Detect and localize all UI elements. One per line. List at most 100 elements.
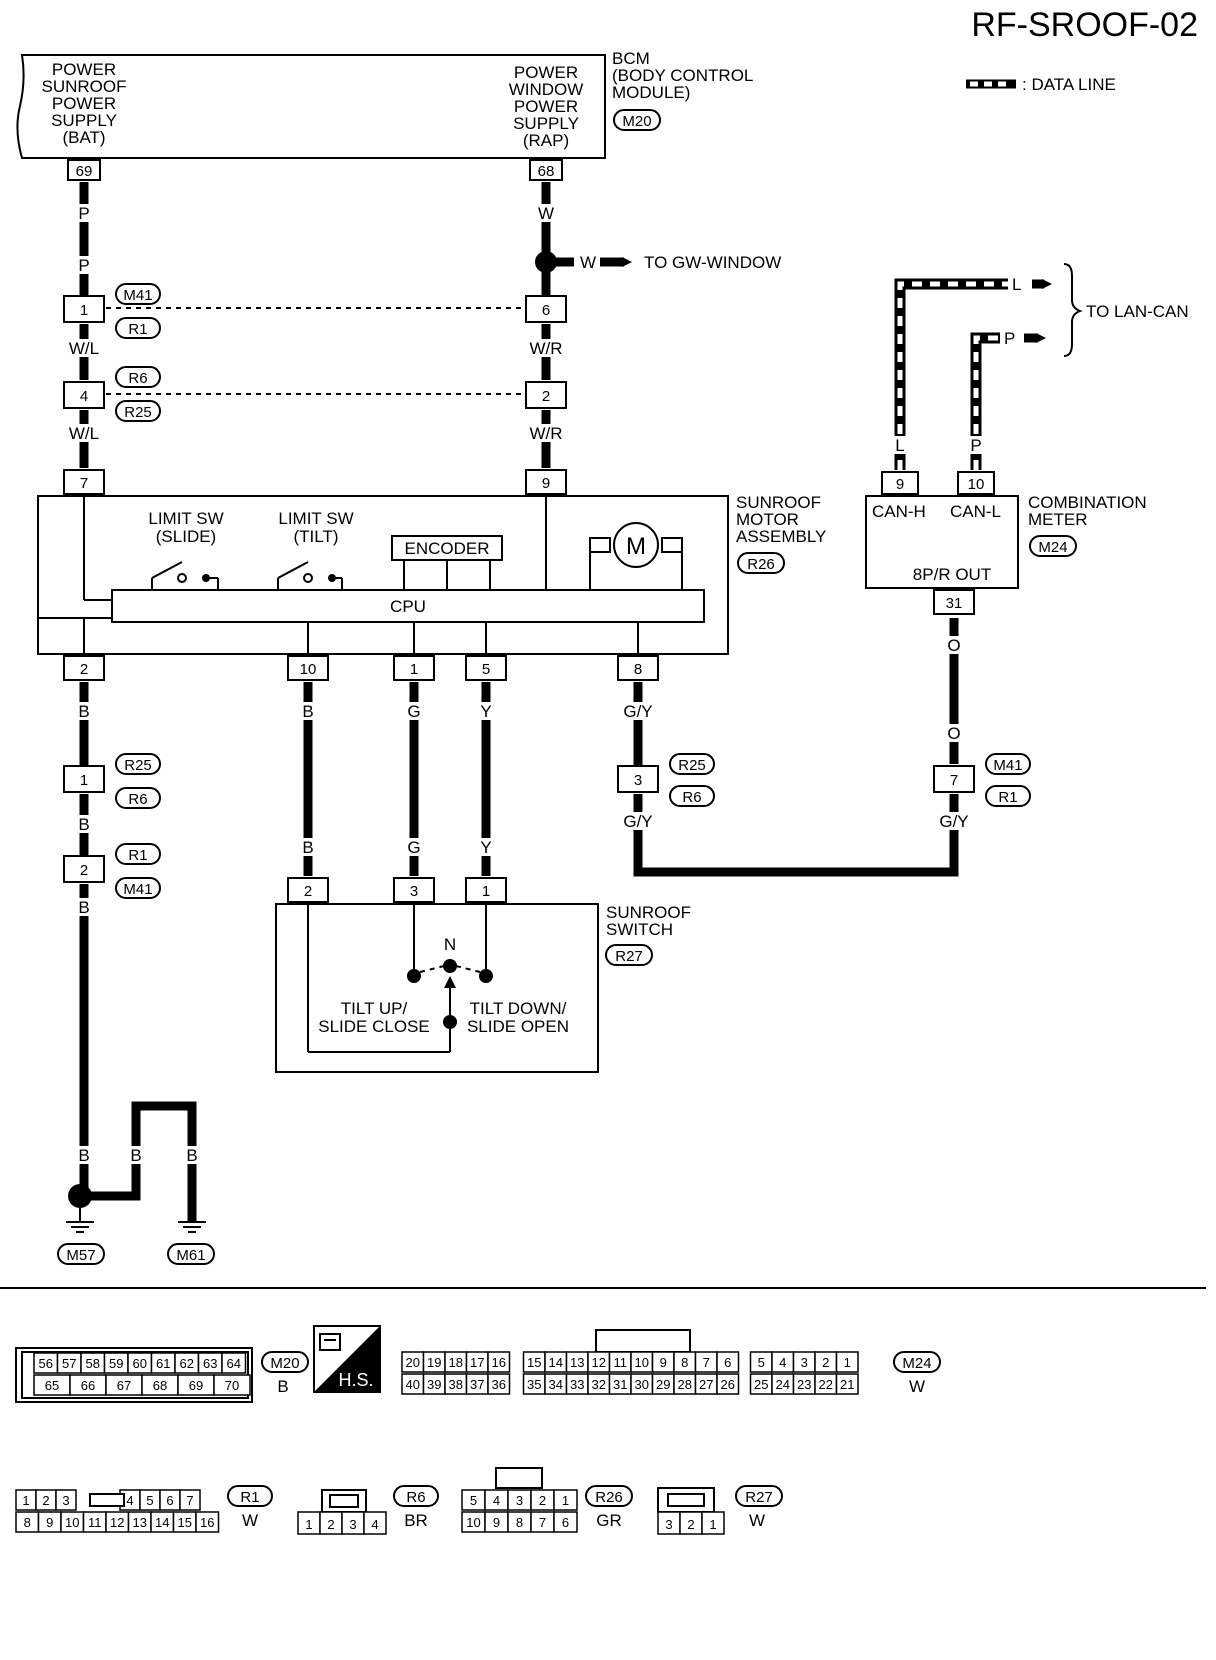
connector-terminal: 28: [673, 1373, 697, 1395]
svg-text:14: 14: [155, 1515, 169, 1530]
badge-r6-mid: R6: [115, 787, 161, 809]
svg-text:36: 36: [492, 1377, 506, 1392]
connector-terminal: 33: [565, 1373, 589, 1395]
connector-terminal: 26: [716, 1373, 740, 1395]
svg-text:R1: R1: [128, 321, 147, 338]
connector-terminal: 1: [835, 1351, 859, 1373]
connector-terminal: 2: [814, 1351, 838, 1373]
connector-terminal: 40: [401, 1373, 425, 1395]
connector-terminal: 5: [461, 1489, 486, 1511]
svg-text:10: 10: [300, 661, 317, 678]
svg-text:LIMIT SW: LIMIT SW: [278, 509, 353, 528]
connector-terminal: 38: [444, 1373, 468, 1395]
connector-terminal: 69: [177, 1374, 215, 1396]
svg-text:31: 31: [946, 595, 963, 612]
hs-label: H.S.: [338, 1370, 373, 1390]
svg-text:R25: R25: [678, 757, 706, 774]
svg-text:R25: R25: [124, 404, 152, 421]
connector-terminal: 12: [587, 1351, 611, 1373]
svg-text:11: 11: [614, 1355, 628, 1370]
badge-m57: M57: [57, 1243, 105, 1265]
motor-title-1: SUNROOF: [736, 493, 821, 512]
svg-text:58: 58: [86, 1356, 100, 1371]
connector-terminal: 20: [401, 1351, 425, 1373]
svg-text:13: 13: [133, 1515, 147, 1530]
connector-terminal: 59: [103, 1352, 129, 1374]
wire-label-g-2: G: [407, 838, 420, 857]
svg-text:4: 4: [126, 1493, 133, 1508]
connector-terminal: 60: [127, 1352, 153, 1374]
connector-terminal: 4: [363, 1511, 387, 1535]
wire-label-b-3: B: [78, 898, 89, 917]
svg-text:R6: R6: [406, 1489, 425, 1506]
connector-terminal: 3: [341, 1511, 365, 1535]
svg-text:R1: R1: [998, 789, 1017, 806]
svg-text:11: 11: [88, 1515, 102, 1530]
svg-text:56: 56: [39, 1356, 53, 1371]
svg-text:57: 57: [62, 1356, 76, 1371]
can-l-label: CAN-L: [950, 502, 1001, 521]
badge-m41-top: M41: [115, 283, 161, 305]
svg-text:M20: M20: [270, 1355, 299, 1372]
svg-text:7: 7: [80, 475, 88, 492]
connector-terminal: 35: [522, 1373, 546, 1395]
svg-text:65: 65: [45, 1378, 59, 1393]
wire-label-b-2: B: [78, 815, 89, 834]
svg-text:M61: M61: [176, 1247, 205, 1264]
motor-pin-7: 7: [63, 469, 105, 495]
can-h-label: CAN-H: [872, 502, 926, 521]
m20-color: B: [277, 1377, 288, 1396]
svg-text:3: 3: [665, 1517, 672, 1532]
bcm-right-label-4: SUPPLY: [513, 114, 579, 133]
connector-terminal: 2: [35, 1489, 57, 1511]
svg-text:R26: R26: [595, 1489, 623, 1506]
switch-title-1: SUNROOF: [606, 903, 691, 922]
connector-pin-4-r6: 4: [63, 381, 105, 409]
svg-text:6: 6: [562, 1515, 569, 1530]
badge-r25-mid: R25: [115, 753, 161, 775]
svg-text:23: 23: [797, 1377, 811, 1392]
motor-icon: M: [589, 522, 683, 590]
connector-terminal: 16: [195, 1511, 220, 1533]
switch-pin-3: 3: [393, 877, 435, 903]
badge-r27: R27: [605, 944, 653, 966]
connector-terminal: 10: [630, 1351, 654, 1373]
ground-icon-m57: [66, 1221, 94, 1233]
wire-label-b-4: B: [78, 1146, 89, 1165]
svg-text:M57: M57: [66, 1247, 95, 1264]
to-lan-can: TO LAN-CAN: [1086, 302, 1189, 321]
svg-text:20: 20: [406, 1355, 420, 1370]
bcm-box: POWER SUNROOF POWER SUPPLY (BAT) POWER W…: [16, 54, 606, 159]
connector-terminal: 1: [297, 1511, 321, 1535]
svg-text:68: 68: [153, 1378, 167, 1393]
svg-text:37: 37: [470, 1377, 484, 1392]
svg-text:R6: R6: [128, 791, 147, 808]
svg-text:8: 8: [634, 661, 642, 678]
svg-text:2: 2: [687, 1517, 694, 1532]
r6-color: BR: [404, 1511, 428, 1530]
wire-label-p-can: P: [970, 436, 981, 455]
svg-text:62: 62: [180, 1356, 194, 1371]
connector-pin-6: 6: [525, 295, 567, 323]
connector-terminal: 21: [835, 1373, 859, 1395]
motor-title-3: ASSEMBLY: [736, 527, 826, 546]
svg-text:9: 9: [493, 1515, 500, 1530]
svg-text:9: 9: [660, 1355, 667, 1370]
meter-out-label: 8P/R OUT: [913, 565, 991, 584]
switch-title-2: SWITCH: [606, 920, 673, 939]
connector-terminal: 34: [544, 1373, 568, 1395]
bcm-code-badge: M20: [613, 109, 661, 131]
bcm-name: BCM: [612, 49, 650, 68]
svg-text:R25: R25: [124, 757, 152, 774]
data-line-legend: : DATA LINE: [966, 75, 1116, 94]
svg-text:69: 69: [76, 163, 93, 180]
connector-terminal: 3: [657, 1511, 681, 1535]
r26-color: GR: [596, 1511, 622, 1530]
bcm-left-label-5: (BAT): [62, 128, 105, 147]
connector-terminal: 62: [174, 1352, 200, 1374]
meter-title-1: COMBINATION: [1028, 493, 1147, 512]
connector-terminal: 39: [422, 1373, 446, 1395]
switch-right-label-1: TILT DOWN/: [470, 999, 567, 1018]
bcm-left-label-3: POWER: [52, 94, 116, 113]
connector-terminal: 58: [80, 1352, 106, 1374]
